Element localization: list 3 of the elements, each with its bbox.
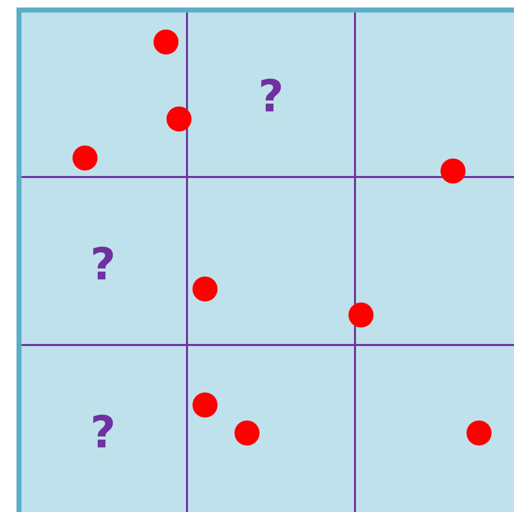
question-mark: ?: [93, 246, 113, 280]
question-mark: ?: [261, 78, 281, 112]
question-mark: ?: [93, 414, 113, 448]
